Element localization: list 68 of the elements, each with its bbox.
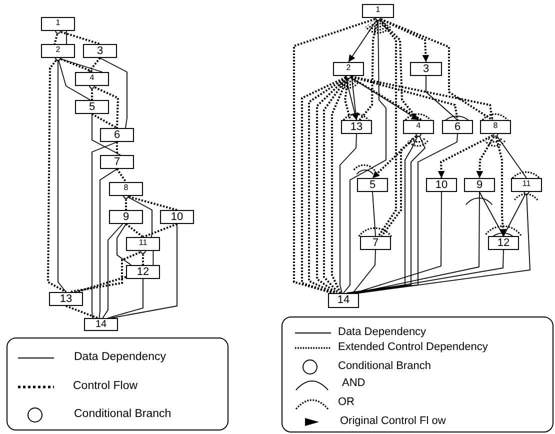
connector-line bbox=[372, 192, 376, 236]
connector-line bbox=[102, 224, 124, 318]
connector-line bbox=[92, 114, 121, 156]
dotted-connector bbox=[116, 168, 127, 183]
connector-line bbox=[348, 18, 378, 62]
connector-line bbox=[351, 76, 360, 120]
dotted-connector bbox=[125, 223, 144, 238]
dotted-connector bbox=[116, 142, 118, 155]
statement-box: 2 bbox=[41, 44, 75, 58]
statement-box: 1 bbox=[41, 17, 75, 31]
statement-box: 5 bbox=[75, 100, 109, 114]
connector-line bbox=[66, 30, 67, 44]
legend-label: Conditional Branch bbox=[74, 408, 172, 420]
statement-box: 3 bbox=[83, 44, 117, 58]
connector-line bbox=[352, 250, 376, 294]
legend-label: Control Flow bbox=[73, 380, 138, 392]
dotted-connector bbox=[142, 223, 178, 238]
connector-line bbox=[98, 168, 118, 318]
statement-box: 5 bbox=[357, 178, 388, 192]
legend-label: AND bbox=[342, 377, 366, 390]
connector-line bbox=[355, 192, 480, 294]
statement-box: 12 bbox=[488, 236, 519, 250]
statement-box: 11 bbox=[511, 178, 542, 192]
statement-box: 12 bbox=[126, 265, 160, 279]
statement-box: 1 bbox=[362, 4, 394, 18]
connector-line bbox=[100, 58, 128, 128]
statement-box: 4 bbox=[403, 120, 434, 134]
connector-line bbox=[357, 250, 504, 294]
legend-label: Data Dependency bbox=[74, 350, 166, 363]
legend-label: Extended Control Dependency bbox=[338, 341, 488, 354]
legend-label: Original Control Fl ow bbox=[340, 415, 446, 428]
statement-box: 11 bbox=[126, 237, 160, 251]
statement-box: 2 bbox=[333, 62, 364, 76]
connector-line bbox=[426, 76, 458, 120]
dotted-connector bbox=[66, 305, 98, 319]
dotted-connector bbox=[92, 113, 118, 129]
statement-box: 10 bbox=[426, 178, 457, 192]
statement-box: 14 bbox=[84, 318, 118, 331]
statement-box: 9 bbox=[109, 210, 143, 224]
statement-box: 7 bbox=[100, 155, 134, 169]
connector-line bbox=[107, 278, 144, 318]
connector-line bbox=[110, 224, 178, 318]
connector-line bbox=[344, 76, 358, 120]
statement-box: 7 bbox=[360, 236, 391, 250]
connector-line bbox=[479, 192, 504, 236]
statement-box: 8 bbox=[109, 182, 143, 196]
statement-box: 10 bbox=[160, 210, 194, 224]
connector-line bbox=[340, 134, 357, 294]
connector-line bbox=[349, 134, 458, 294]
dotted-connector bbox=[88, 57, 101, 73]
connector-line bbox=[354, 192, 442, 294]
statement-box: 8 bbox=[480, 120, 511, 134]
statement-box: 13 bbox=[341, 120, 372, 134]
dotted-connector bbox=[438, 133, 496, 178]
statement-box: 14 bbox=[328, 293, 359, 308]
legend-label: OR bbox=[338, 396, 354, 408]
connector-line bbox=[92, 142, 118, 318]
statement-box: 6 bbox=[442, 120, 473, 134]
connector-line bbox=[116, 224, 132, 266]
statement-box: 13 bbox=[49, 292, 83, 306]
connector-line bbox=[152, 250, 154, 266]
statement-box: 4 bbox=[75, 72, 109, 86]
statement-box: 6 bbox=[100, 128, 134, 142]
legend-label: Conditional Branch bbox=[338, 360, 431, 372]
statement-box: 9 bbox=[464, 178, 495, 192]
dotted-connector bbox=[76, 276, 126, 293]
statement-box: 3 bbox=[410, 62, 442, 76]
legend-label: Data Dependency bbox=[338, 326, 426, 338]
